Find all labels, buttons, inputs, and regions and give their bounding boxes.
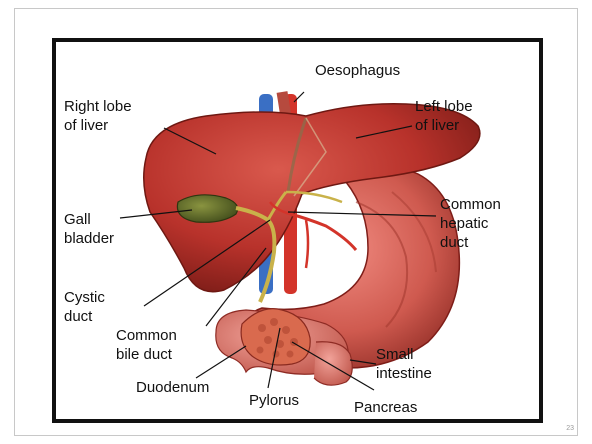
label-cystic-line2: duct <box>64 307 92 326</box>
label-small-intestine-line1: Small <box>376 345 414 364</box>
label-left-lobe-line2: of liver <box>415 116 459 135</box>
page-number: 23 <box>566 425 574 432</box>
label-small-intestine-line2: intestine <box>376 364 432 383</box>
label-pancreas: Pancreas <box>354 398 417 417</box>
anatomy-figure: Oesophagus Right lobe of liver Left lobe… <box>52 38 543 423</box>
label-cystic-line1: Cystic <box>64 288 105 307</box>
label-common-hepatic-line1: Common <box>440 195 501 214</box>
label-gall-line1: Gall <box>64 210 91 229</box>
label-right-lobe-line1: Right lobe <box>64 97 132 116</box>
label-gall-line2: bladder <box>64 229 114 248</box>
label-common-hepatic-line3: duct <box>440 233 468 252</box>
label-left-lobe-line1: Left lobe <box>415 97 473 116</box>
label-common-hepatic-line2: hepatic <box>440 214 488 233</box>
label-duodenum: Duodenum <box>136 378 209 397</box>
label-pylorus: Pylorus <box>249 391 299 410</box>
label-right-lobe-line2: of liver <box>64 116 108 135</box>
label-common-bile-line2: bile duct <box>116 345 172 364</box>
gallbladder <box>177 195 237 223</box>
label-common-bile-line1: Common <box>116 326 177 345</box>
label-oesophagus: Oesophagus <box>315 61 400 80</box>
